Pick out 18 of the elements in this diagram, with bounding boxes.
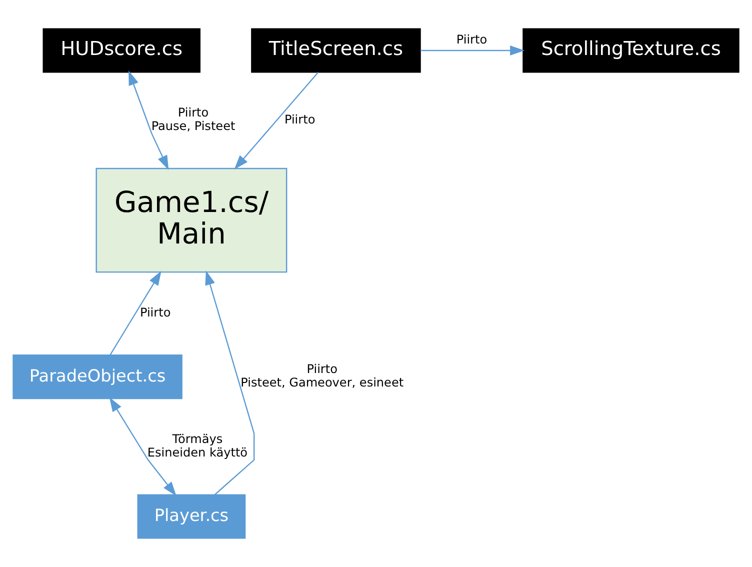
arrow [110, 270, 162, 356]
edge-label: Piirto Pause, Pisteet [151, 106, 236, 133]
arrow [205, 270, 255, 496]
edge-label: Piirto [284, 112, 316, 126]
arrow [234, 72, 319, 170]
edge-label: Piirto [456, 32, 488, 46]
edge-label: Piirto [140, 306, 171, 320]
edge-label: Törmäys Esineiden käyttö [147, 432, 248, 460]
node-box: Player.cs [137, 494, 246, 539]
arrow [128, 70, 169, 170]
arrow [420, 45, 525, 56]
node-box: ScrollingTexture.cs [522, 28, 740, 73]
node-box: ParadeObject.cs [12, 354, 182, 400]
node-box: Game1.cs/ Main [96, 168, 288, 273]
node-box: TitleScreen.cs [251, 28, 421, 73]
node-box: HUDscore.cs [42, 28, 200, 73]
arrow [109, 397, 176, 496]
edge-label: Piirto Pisteet, Gameover, esineet [240, 362, 404, 390]
